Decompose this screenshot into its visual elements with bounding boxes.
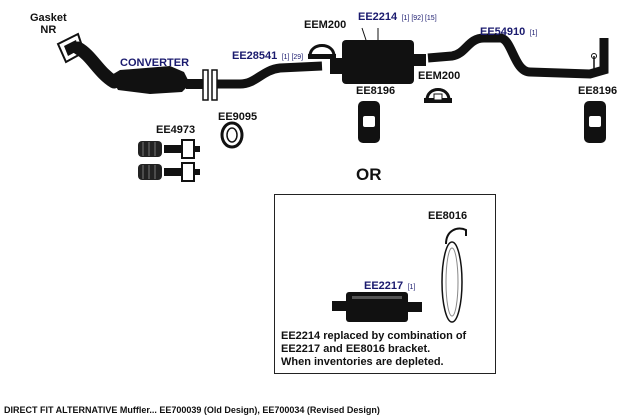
part-ee28541-refs: [1] [29] <box>281 54 304 61</box>
part-ee8196-left[interactable]: EE8196 <box>356 85 396 97</box>
part-ee8196-right[interactable]: EE8196 <box>578 85 618 97</box>
replacement-note: EE2214 replaced by combination of EE2217… <box>281 330 493 369</box>
part-ee28541[interactable]: EE28541 [1] [29] <box>232 46 303 64</box>
part-ee28541-number: EE28541 <box>232 50 278 62</box>
note-line-2: EE2217 and EE8016 bracket. <box>281 343 431 355</box>
part-eem200-left[interactable]: EEM200 <box>304 19 347 31</box>
tailpipe-ee54910 <box>427 33 609 79</box>
pipe-flange-left <box>202 69 209 101</box>
part-ee2217[interactable]: EE2217 [1] <box>364 276 415 294</box>
catalytic-converter <box>110 66 190 94</box>
alternative-parts-box <box>274 194 496 374</box>
muffler-ee2217 <box>332 292 422 322</box>
hanger-ee8196-left <box>358 101 380 143</box>
pipe-flange-right <box>211 69 218 101</box>
part-ee54910-number: EE54910 <box>480 26 526 38</box>
part-ee2214-refs: [1] [92] [15] <box>401 15 437 22</box>
front-pipe <box>71 41 121 89</box>
clamp-eem200-left <box>308 44 336 59</box>
part-ee2214-number: EE2214 <box>358 11 398 23</box>
or-label: OR <box>356 165 382 184</box>
part-ee2217-refs: [1] <box>407 284 416 291</box>
part-ee4973[interactable]: EE4973 <box>156 124 196 136</box>
intermediate-pipe-ee28541 <box>217 61 323 89</box>
gasket-label: Gasket NR <box>30 12 67 36</box>
gasket-ring-ee9095 <box>220 121 244 149</box>
part-ee9095[interactable]: EE9095 <box>218 111 258 123</box>
gasket-label-line1: Gasket <box>30 12 67 24</box>
note-line-3: When inventories are depleted. <box>281 356 444 368</box>
muffler-ee2214 <box>330 27 426 84</box>
part-ee2217-number: EE2217 <box>364 280 404 292</box>
tailpipe-hanger-rod <box>591 53 597 72</box>
part-ee54910-refs: [1] <box>529 30 538 37</box>
footer-text: DIRECT FIT ALTERNATIVE Muffler... EE7000… <box>4 405 380 415</box>
bracket-ee8016 <box>441 227 467 323</box>
hanger-ee8196-right <box>584 101 606 143</box>
clamp-eem200-right <box>424 88 452 103</box>
gasket-label-line2: NR <box>40 24 57 36</box>
converter-label: CONVERTER <box>120 57 190 69</box>
note-line-1: EE2214 replaced by combination of <box>281 330 467 342</box>
part-ee2214[interactable]: EE2214 [1] [92] [15] <box>358 7 437 25</box>
part-eem200-right[interactable]: EEM200 <box>418 70 461 82</box>
bolt-spring-kit-ee4973 <box>138 139 200 182</box>
part-ee54910[interactable]: EE54910 [1] <box>480 22 538 40</box>
part-ee8016[interactable]: EE8016 <box>428 210 468 222</box>
